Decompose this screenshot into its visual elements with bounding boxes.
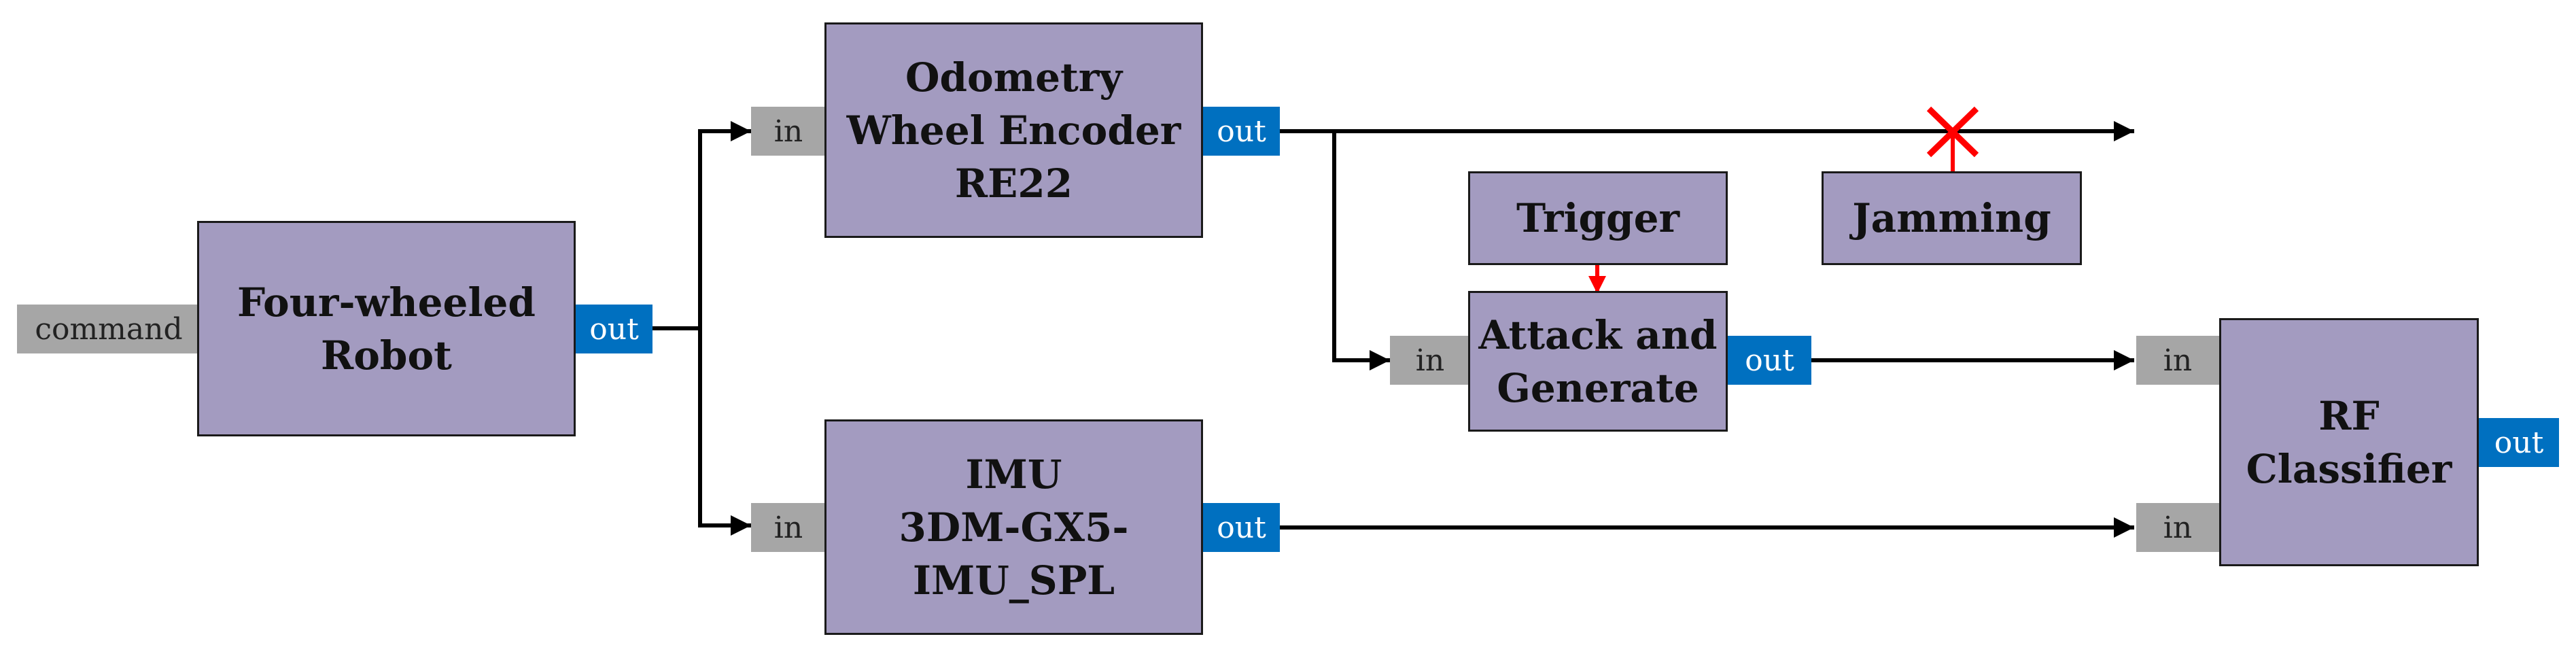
- classifier-in-port-top: in: [2136, 336, 2219, 385]
- odometry-in-label: in: [773, 114, 803, 149]
- imu-in-label: in: [773, 510, 803, 545]
- imu-out-port: out: [1203, 503, 1280, 552]
- imu-out-label: out: [1217, 510, 1266, 545]
- imu-block-label: IMU 3DM-GX5- IMU_SPL: [899, 451, 1129, 604]
- jamming-block: Jamming: [1822, 171, 2082, 265]
- attack-out-port: out: [1728, 336, 1811, 385]
- odometry-block-label: Odometry Wheel Encoder RE22: [846, 54, 1181, 207]
- imu-in-port: in: [751, 503, 826, 552]
- trigger-block: Trigger: [1468, 171, 1728, 265]
- attack-out-label: out: [1745, 343, 1794, 378]
- attack-in-label: in: [1415, 343, 1445, 378]
- odometry-out-port: out: [1203, 107, 1280, 156]
- classifier-in-bottom-label: in: [2163, 510, 2193, 545]
- classifier-out-port: out: [2479, 418, 2559, 467]
- robot-command-label: command: [35, 311, 183, 347]
- odometry-in-port: in: [751, 107, 826, 156]
- jamming-block-label: Jamming: [1852, 195, 2051, 241]
- classifier-in-port-bottom: in: [2136, 503, 2219, 552]
- robot-out-label: out: [589, 311, 639, 347]
- imu-block: IMU 3DM-GX5- IMU_SPL: [824, 419, 1203, 635]
- attack-block: Attack and Generate: [1468, 291, 1728, 432]
- robot-block: Four-wheeled Robot: [197, 221, 576, 436]
- trigger-block-label: Trigger: [1516, 195, 1680, 241]
- robot-command-port: command: [17, 305, 201, 353]
- jamming-cross-icon: [1926, 106, 1979, 158]
- attack-block-label: Attack and Generate: [1478, 311, 1718, 411]
- robot-block-label: Four-wheeled Robot: [237, 279, 536, 379]
- classifier-block: RF Classifier: [2219, 318, 2479, 566]
- odometry-out-label: out: [1217, 114, 1266, 149]
- attack-in-port: in: [1390, 336, 1470, 385]
- classifier-in-top-label: in: [2163, 343, 2193, 378]
- robot-out-port: out: [576, 305, 652, 353]
- odometry-block: Odometry Wheel Encoder RE22: [824, 22, 1203, 238]
- classifier-out-label: out: [2494, 425, 2544, 460]
- classifier-block-label: RF Classifier: [2246, 392, 2452, 492]
